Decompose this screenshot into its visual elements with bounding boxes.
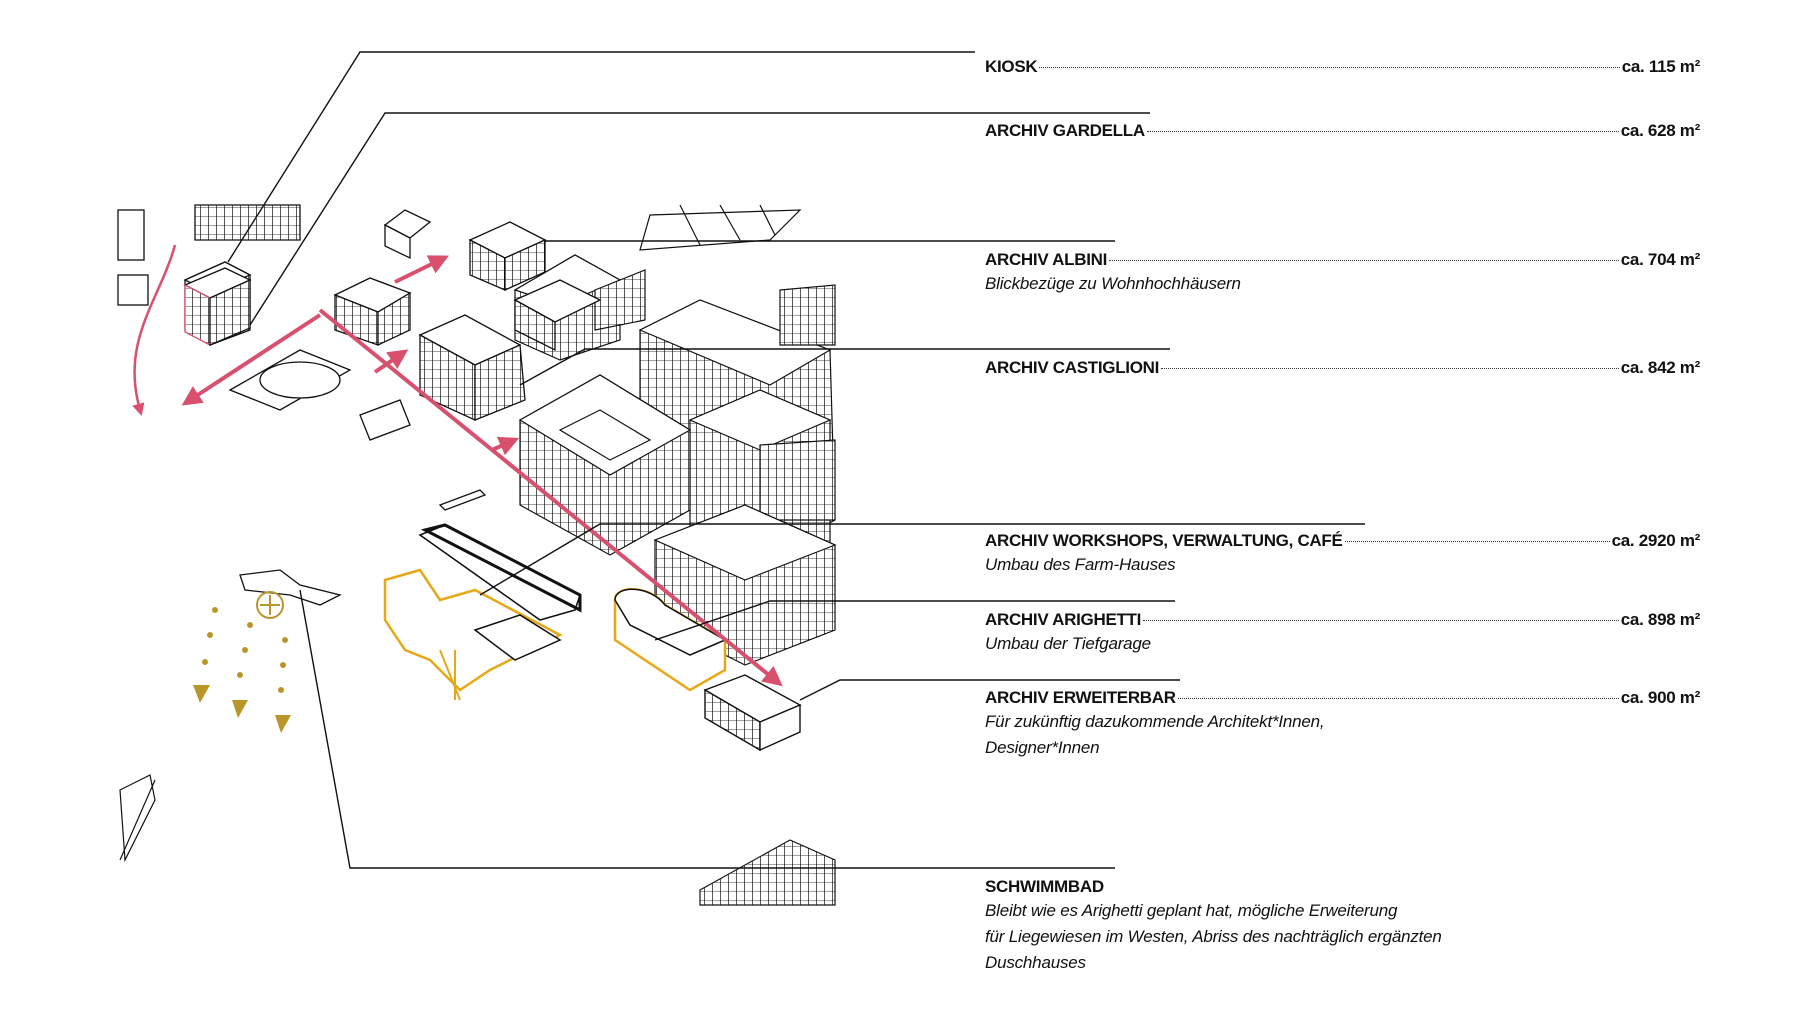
workshops-note: Umbau des Farm-Hauses — [985, 555, 1176, 574]
workshops-area: ca. 2920 m² — [1611, 531, 1701, 550]
erweiterbar-note-1: Für zukünftig dazukommende Architekt*Inn… — [985, 712, 1325, 731]
schwimmbad-name: SCHWIMMBAD — [985, 877, 1104, 896]
legend-archiv-arighetti: ARCHIV ARIGHETTI ca. 898 m² Umbau der Tie… — [985, 609, 1700, 657]
erweiterbar-name: ARCHIV ERWEITERBAR — [985, 688, 1176, 707]
legend-archiv-albini: ARCHIV ALBINI ca. 704 m² Blickbezüge zu W… — [985, 249, 1700, 297]
albini-area: ca. 704 m² — [1620, 250, 1701, 269]
albini-note: Blickbezüge zu Wohnhochhäusern — [985, 274, 1241, 293]
arighetti-area: ca. 898 m² — [1620, 610, 1701, 629]
archiv-workshops-building — [383, 523, 582, 701]
kiosk-area: ca. 115 m² — [1621, 57, 1701, 76]
leader-lines — [227, 51, 1365, 869]
arighetti-note: Umbau der Tiefgarage — [985, 634, 1151, 653]
archiv-castiglioni-building — [418, 279, 602, 422]
kiosk-name: KIOSK — [985, 57, 1038, 76]
legend-archiv-erweiterbar: ARCHIV ERWEITERBAR ca. 900 m² Für zukünft… — [985, 687, 1700, 761]
archiv-gardella-building — [183, 267, 252, 347]
legend-schwimmbad: SCHWIMMBAD Bleibt wie es Arighetti gepla… — [985, 876, 1700, 976]
archiv-erweiterbar-building — [703, 674, 802, 752]
archiv-albini-building — [333, 209, 547, 347]
legend-kiosk: KIOSK ca. 115 m² — [985, 56, 1700, 78]
legend-archiv-gardella: ARCHIV GARDELLA ca. 628 m² — [985, 120, 1700, 142]
schwimmbad-note-2: für Liegewiesen im Westen, Abriss des na… — [985, 927, 1442, 946]
castiglioni-name: ARCHIV CASTIGLIONI — [985, 358, 1160, 377]
schwimmbad-area — [228, 349, 487, 619]
legend-archiv-castiglioni: ARCHIV CASTIGLIONI ca. 842 m² — [985, 357, 1700, 379]
albini-name: ARCHIV ALBINI — [985, 250, 1108, 269]
workshops-name: ARCHIV WORKSHOPS, VERWALTUNG, CAFÉ — [985, 531, 1343, 550]
gardella-area: ca. 628 m² — [1620, 121, 1701, 140]
erweiterbar-area: ca. 900 m² — [1620, 688, 1701, 707]
gardella-name: ARCHIV GARDELLA — [985, 121, 1145, 140]
legend-archiv-workshops: ARCHIV WORKSHOPS, VERWALTUNG, CAFÉ ca. 29… — [985, 530, 1700, 578]
access-paths-yellow — [193, 607, 291, 733]
schwimmbad-note-1: Bleibt wie es Arighetti geplant hat, mög… — [985, 901, 1398, 920]
castiglioni-area: ca. 842 m² — [1620, 358, 1701, 377]
erweiterbar-note-2: Designer*Innen — [985, 738, 1100, 757]
archiv-arighetti-building — [613, 588, 727, 692]
route-arrows — [132, 244, 783, 687]
arighetti-name: ARCHIV ARIGHETTI — [985, 610, 1142, 629]
schwimmbad-note-3: Duschhauses — [985, 953, 1086, 972]
